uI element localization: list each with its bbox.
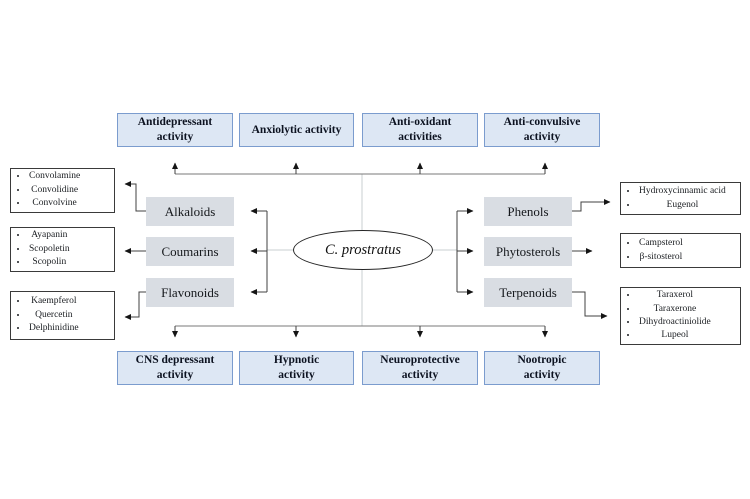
- group-box-coumarins: Coumarins: [146, 237, 234, 266]
- group-box-phytosterols: Phytosterols: [484, 237, 572, 266]
- group-label: Phenols: [507, 203, 549, 219]
- compound-item: β-sitosterol: [638, 251, 683, 264]
- terpenoids-compounds-connector: [572, 291, 608, 319]
- compound-item: Taraxerone: [638, 303, 711, 316]
- compound-item: Taraxerol: [638, 289, 711, 302]
- group-box-alkaloids: Alkaloids: [146, 197, 234, 226]
- activity-label: Anxiolytic activity: [251, 123, 342, 136]
- group-label: Terpenoids: [499, 284, 557, 300]
- group-label: Phytosterols: [495, 243, 561, 259]
- compound-item: Dihydroactiniolide: [638, 316, 711, 329]
- activity-label: Neuroprotective activity: [380, 354, 460, 381]
- compound-box-phytosterols: Campsterol β-sitosterol: [620, 233, 741, 268]
- phenols-compounds-connector: [572, 199, 611, 212]
- activity-label: Anti-convulsive activity: [503, 116, 581, 143]
- compound-list: Ayapanin Scopoletin Scopolin: [11, 229, 70, 269]
- group-box-terpenoids: Terpenoids: [484, 278, 572, 307]
- central-species-node: C. prostratus: [293, 230, 433, 270]
- activity-box-hypnotic: Hypnotic activity: [239, 351, 354, 385]
- compound-item: Scopoletin: [28, 243, 70, 256]
- activity-label: Antidepressant activity: [137, 116, 213, 143]
- flavonoids-compounds-connector: [124, 291, 146, 320]
- compound-item: Lupeol: [638, 329, 711, 342]
- compound-list: Convolamine Convolidine Convolvine: [11, 170, 80, 210]
- activity-box-cns-depressant: CNS depressant activity: [117, 351, 233, 385]
- activity-label: Hypnotic activity: [273, 354, 320, 381]
- group-box-flavonoids: Flavonoids: [146, 278, 234, 307]
- compound-item: Campsterol: [638, 237, 683, 250]
- group-box-phenols: Phenols: [484, 197, 572, 226]
- compound-item: Quercetin: [28, 309, 79, 322]
- compound-item: Convolidine: [28, 184, 80, 197]
- group-label: Coumarins: [161, 243, 219, 259]
- species-label: C. prostratus: [324, 241, 401, 258]
- compound-item: Scopolin: [28, 256, 70, 269]
- activity-box-anxiolytic: Anxiolytic activity: [239, 113, 354, 147]
- compound-box-phenols: Hydroxycinnamic acid Eugenol: [620, 182, 741, 215]
- activity-box-antidepressant: Antidepressant activity: [117, 113, 233, 147]
- compound-list: Hydroxycinnamic acid Eugenol: [621, 185, 726, 212]
- activity-label: Anti-oxidant activities: [388, 116, 452, 143]
- compound-item: Hydroxycinnamic acid: [638, 185, 726, 198]
- compound-list: Taraxerol Taraxerone Dihydroactiniolide …: [621, 289, 711, 343]
- compound-box-terpenoids: Taraxerol Taraxerone Dihydroactiniolide …: [620, 287, 741, 345]
- compound-box-flavonoids: Kaempferol Quercetin Delphinidine: [10, 291, 115, 340]
- activity-box-anticonvulsive: Anti-convulsive activity: [484, 113, 600, 147]
- compound-box-alkaloids: Convolamine Convolidine Convolvine: [10, 168, 115, 213]
- compound-list: Kaempferol Quercetin Delphinidine: [11, 295, 79, 335]
- activity-box-neuroprotective: Neuroprotective activity: [362, 351, 478, 385]
- activity-label: CNS depressant activity: [135, 354, 215, 381]
- compound-item: Convolamine: [28, 170, 80, 183]
- group-label: Flavonoids: [161, 284, 219, 300]
- activity-box-antioxidant: Anti-oxidant activities: [362, 113, 478, 147]
- compound-box-coumarins: Ayapanin Scopoletin Scopolin: [10, 227, 115, 272]
- activity-label: Nootropic activity: [517, 354, 567, 381]
- activity-box-nootropic: Nootropic activity: [484, 351, 600, 385]
- compound-list: Campsterol β-sitosterol: [621, 237, 683, 264]
- compound-item: Kaempferol: [28, 295, 79, 308]
- compound-item: Convolvine: [28, 197, 80, 210]
- compound-item: Delphinidine: [28, 322, 79, 335]
- alkaloids-compounds-connector: [124, 181, 146, 212]
- compound-item: Eugenol: [638, 199, 726, 212]
- compound-item: Ayapanin: [28, 229, 70, 242]
- group-label: Alkaloids: [164, 203, 216, 219]
